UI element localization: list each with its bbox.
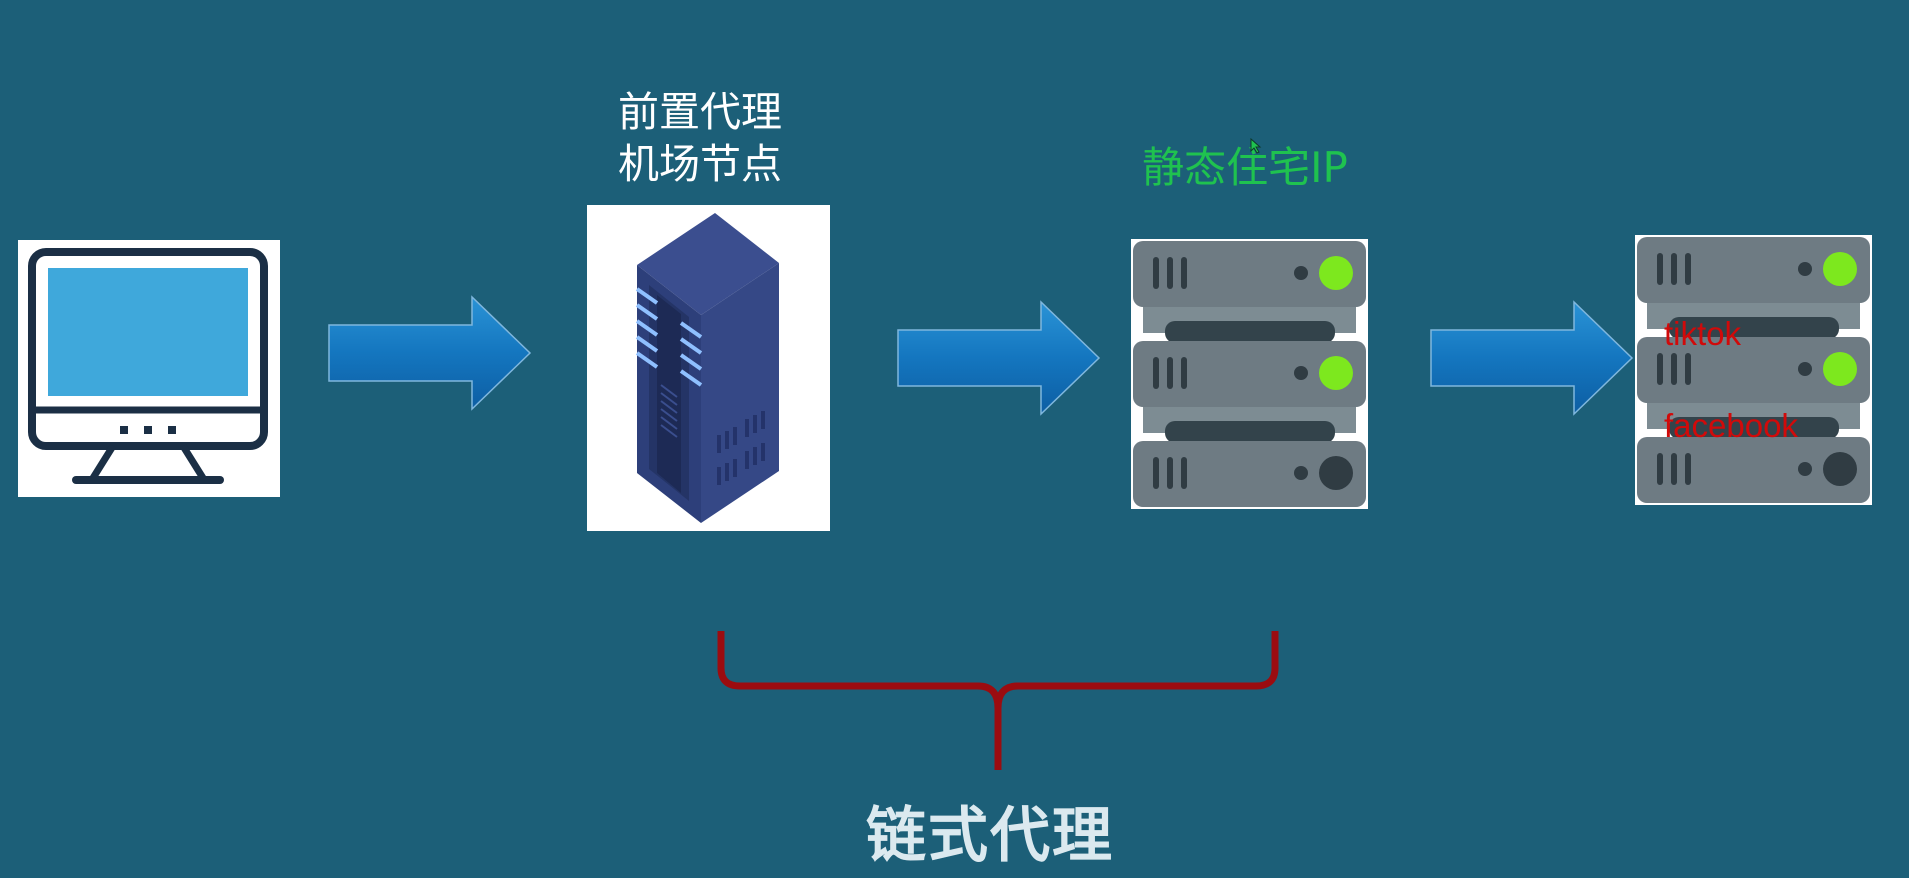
arrow-right-icon <box>897 300 1101 416</box>
chain-proxy-brace <box>717 631 1279 770</box>
server-rack-icon <box>1637 237 1870 503</box>
arrow-right-icon <box>328 295 532 411</box>
front-proxy-node <box>587 205 830 531</box>
front-proxy-label-line2: 机场节点 <box>618 140 782 188</box>
server-tower-icon <box>635 213 779 523</box>
mouse-cursor-icon <box>1250 138 1262 154</box>
static-residential-ip-label: 静态住宅IP <box>1142 143 1348 192</box>
computer-node <box>18 240 280 497</box>
front-proxy-label-line1: 前置代理 <box>618 88 782 136</box>
computer-monitor-icon <box>28 248 268 484</box>
destination-label-tiktok: tiktok <box>1664 315 1742 352</box>
arrow-right-icon <box>1430 300 1634 416</box>
chain-proxy-label: 链式代理 <box>866 801 1114 871</box>
destination-node <box>1635 235 1872 505</box>
destination-label-facebook: facebook <box>1664 407 1798 444</box>
static-ip-node <box>1131 239 1368 509</box>
front-proxy-label: 前置代理 机场节点 <box>560 86 840 190</box>
server-rack-icon <box>1133 241 1366 507</box>
